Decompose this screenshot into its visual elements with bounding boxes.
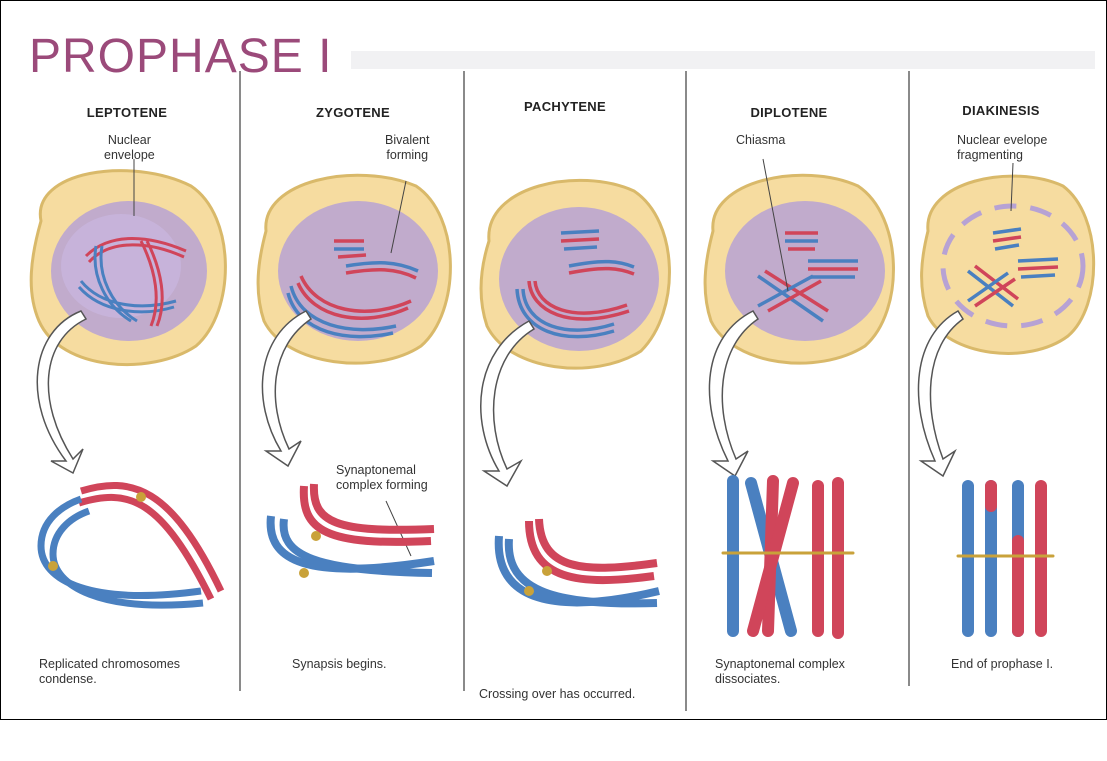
label-bivalent-forming: Bivalent forming — [385, 133, 429, 163]
label-envelope-fragmenting: Nuclear evelope fragmenting — [957, 133, 1047, 163]
stage-title-diplotene: DIPLOTENE — [699, 105, 879, 120]
stage-title-leptotene: LEPTOTENE — [37, 105, 217, 120]
pachytene-illustration — [469, 161, 689, 761]
stage-title-pachytene: PACHYTENE — [475, 99, 655, 114]
diagram-title: PROPHASE I — [29, 29, 332, 84]
header-band — [351, 51, 1095, 69]
zygotene-illustration — [246, 161, 466, 761]
chromosome-detail — [41, 485, 221, 605]
chromosome-detail — [499, 519, 659, 603]
chromosome-detail — [958, 486, 1053, 631]
label-chiasma: Chiasma — [736, 133, 785, 148]
leptotene-illustration — [11, 161, 241, 761]
chromosome-detail — [723, 481, 853, 633]
diagram-frame: PROPHASE I LEPTOTENE ZYGOTENE PACHYTENE … — [0, 0, 1107, 720]
diplotene-illustration — [693, 161, 913, 761]
diakinesis-illustration — [913, 161, 1103, 761]
stage-title-zygotene: ZYGOTENE — [263, 105, 443, 120]
label-nuclear-envelope: Nuclear envelope — [104, 133, 155, 163]
stage-title-diakinesis: DIAKINESIS — [911, 103, 1091, 118]
chromosome-detail — [271, 484, 434, 578]
